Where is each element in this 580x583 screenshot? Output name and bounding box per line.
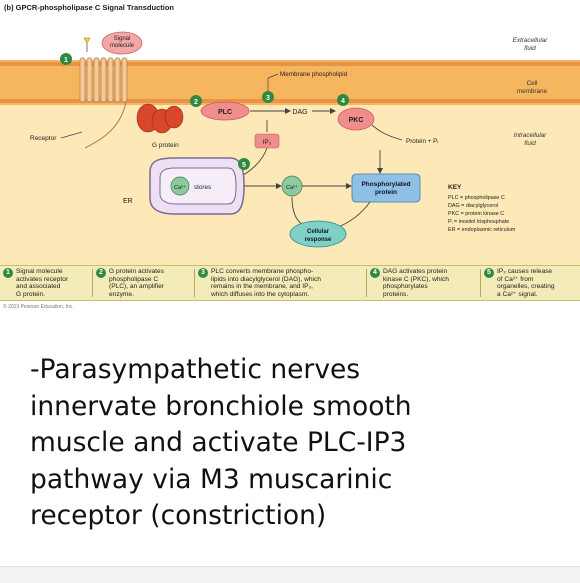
ca-label: Ca²⁺ bbox=[286, 184, 298, 191]
step-4-text: DAG activates protein kinase C (PKC), wh… bbox=[383, 268, 449, 298]
intracellular-label-2: fluid bbox=[524, 140, 536, 147]
receptor-tail bbox=[84, 101, 127, 149]
step-marker-3: 3 bbox=[262, 91, 274, 103]
svg-text:4: 4 bbox=[341, 98, 345, 105]
step-3: 3 PLC converts membrane phospho- lipids … bbox=[198, 268, 364, 298]
step-1: 1 Signal molecule activates receptor and… bbox=[3, 268, 89, 298]
step-2-number: 2 bbox=[96, 268, 106, 278]
pkc-shape bbox=[337, 107, 375, 131]
key-legend: KEY PLC = phospholipase C DAG = diacylgl… bbox=[448, 184, 516, 233]
membrane-inner-line bbox=[0, 99, 580, 103]
g-protein-label: G protein bbox=[152, 142, 179, 149]
extracellular-label-1: Extracellular bbox=[513, 37, 549, 44]
cellular-response-label-2: response bbox=[305, 237, 332, 243]
ca-to-response-arrow bbox=[291, 196, 303, 225]
phosphorylated-protein-shape bbox=[351, 173, 421, 203]
key-title: KEY bbox=[448, 184, 462, 191]
steps-strip: 1 Signal molecule activates receptor and… bbox=[0, 265, 580, 301]
receptor-shape bbox=[79, 57, 128, 103]
dag-label: DAG bbox=[292, 109, 307, 116]
signal-molecule-label-1: Signal bbox=[114, 36, 131, 42]
signal-molecule-label-2: molecule bbox=[110, 43, 135, 49]
protein-pi-label: Protein + Pᵢ bbox=[406, 138, 438, 145]
step-3-text: PLC converts membrane phospho- lipids in… bbox=[211, 268, 321, 298]
phosphorylated-protein-label-1: Phosphorylated bbox=[361, 181, 410, 188]
figure-canvas: (b) GPCR-phospholipase C Signal Transduc… bbox=[0, 0, 580, 265]
slide-bullet-text: -Parasympathetic nerves innervate bronch… bbox=[30, 354, 412, 531]
step-5-number: 5 bbox=[484, 268, 494, 278]
step-divider bbox=[480, 269, 481, 297]
key-item-1: PLC = phospholipase C bbox=[448, 195, 505, 201]
intracellular-label-1: Intracellular bbox=[514, 132, 547, 139]
step-1-text: Signal molecule activates receptor and a… bbox=[16, 268, 69, 298]
plc-label: PLC bbox=[218, 109, 232, 116]
signal-transduction-figure: (b) GPCR-phospholipase C Signal Transduc… bbox=[0, 0, 580, 310]
key-item-2: DAG = diacylglycerol bbox=[448, 203, 498, 209]
key-item-3: PKC = protein kinase C bbox=[448, 211, 504, 217]
step-2-text: G protein activates phospholipase C (PLC… bbox=[109, 268, 164, 298]
er-label: ER bbox=[123, 198, 133, 205]
slide-bottom-bar bbox=[0, 566, 580, 583]
extracellular-label-2: fluid bbox=[524, 45, 536, 52]
g-protein-shape bbox=[136, 103, 184, 134]
svg-text:3: 3 bbox=[266, 95, 270, 102]
ip3-label: IP₃ bbox=[263, 139, 272, 146]
ligand-icon bbox=[83, 37, 91, 44]
membrane-outer-line bbox=[0, 62, 580, 66]
cellular-response-shape bbox=[289, 220, 347, 248]
receptor-label: Receptor bbox=[30, 135, 57, 142]
svg-text:Ca²⁺: Ca²⁺ bbox=[174, 184, 186, 191]
signal-molecule-shape bbox=[101, 31, 143, 55]
step-marker-2: 2 bbox=[190, 95, 202, 107]
dag-to-pkc-arrowhead bbox=[330, 108, 336, 114]
step-divider bbox=[92, 269, 93, 297]
step-divider bbox=[194, 269, 195, 297]
pkc-to-protein-arrow bbox=[371, 124, 403, 141]
ca-store-shape bbox=[170, 176, 190, 196]
step-5-text: IP₃ causes release of Ca²⁺ from organell… bbox=[497, 268, 555, 298]
svg-text:1: 1 bbox=[64, 57, 68, 64]
cellular-response-label-1: Cellular bbox=[307, 229, 330, 235]
key-item-5: ER = endoplasmic reticulum bbox=[448, 227, 516, 233]
step-divider bbox=[366, 269, 367, 297]
step-4: 4 DAG activates protein kinase C (PKC), … bbox=[370, 268, 478, 298]
plc-to-dag-arrowhead bbox=[285, 108, 291, 114]
cell-membrane-label-2: membrane bbox=[517, 88, 548, 95]
step-2: 2 G protein activates phospholipase C (P… bbox=[96, 268, 192, 298]
step-1-number: 1 bbox=[3, 268, 13, 278]
phosphorylated-protein-label-2: protein bbox=[375, 189, 397, 196]
svg-text:2: 2 bbox=[194, 99, 198, 106]
figure-credit: © 2013 Pearson Education, Inc. bbox=[3, 304, 74, 310]
step-marker-5: 5 bbox=[238, 158, 250, 170]
step-3-number: 3 bbox=[198, 268, 208, 278]
cell-membrane-label-1: Cell bbox=[527, 80, 538, 87]
pkc-label: PKC bbox=[349, 117, 364, 124]
ca-stores-label: stores bbox=[194, 184, 211, 191]
step-4-number: 4 bbox=[370, 268, 380, 278]
membrane-phospholipid-label: Membrane phospholipid bbox=[280, 71, 348, 78]
figure-title: (b) GPCR-phospholipase C Signal Transduc… bbox=[4, 3, 174, 12]
step-marker-4: 4 bbox=[337, 94, 349, 106]
plc-shape bbox=[200, 101, 250, 121]
step-marker-1: 1 bbox=[60, 53, 72, 65]
svg-text:5: 5 bbox=[242, 162, 246, 169]
key-item-4: Pᵢ = inositol trisphosphate bbox=[448, 219, 509, 225]
step-5: 5 IP₃ causes release of Ca²⁺ from organe… bbox=[484, 268, 578, 298]
figure-header bbox=[0, 0, 580, 14]
